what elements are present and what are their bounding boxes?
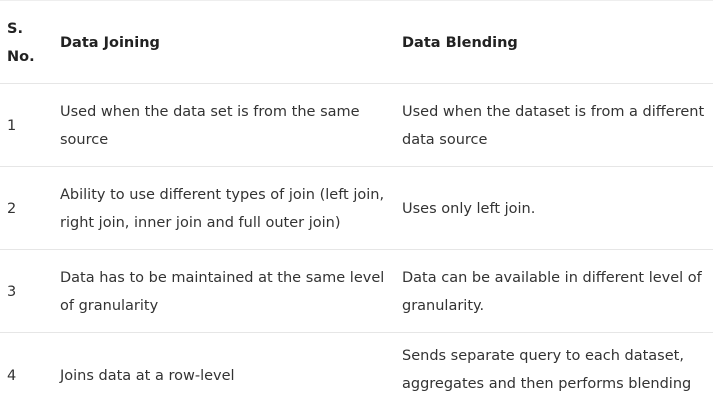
data-blending-text: Sends separate query to each dataset, ag…: [402, 348, 692, 392]
table-row: 4 Joins data at a row-level Sends separa…: [0, 332, 713, 407]
serial-number-text: 1: [7, 117, 17, 134]
cell-data-blending: Sends separate query to each dataset, ag…: [402, 333, 713, 407]
data-blending-text: Uses only left join.: [402, 200, 536, 217]
data-joining-text: Data has to be maintained at the same le…: [60, 269, 385, 314]
cell-data-joining: Used when the data set is from the same …: [60, 84, 390, 167]
data-joining-text: Ability to use different types of join (…: [60, 186, 385, 231]
cell-data-joining: Joins data at a row-level: [60, 333, 390, 407]
header-data-joining: Data Joining: [60, 1, 390, 84]
cell-data-blending: Uses only left join.: [402, 167, 713, 250]
serial-number-text: 4: [7, 368, 17, 384]
data-joining-text: Joins data at a row-level: [60, 368, 235, 384]
table-header-row: S. No. Data Joining Data Blending: [0, 0, 713, 84]
cell-data-blending: Data can be available in different level…: [402, 250, 713, 333]
cell-data-joining: Ability to use different types of join (…: [60, 167, 390, 250]
data-blending-text: Data can be available in different level…: [402, 269, 702, 314]
cell-data-blending: Used when the dataset is from a differen…: [402, 84, 713, 167]
cell-serial-number: 2: [7, 167, 55, 250]
header-data-blending-label: Data Blending: [402, 34, 518, 51]
serial-number-text: 3: [7, 283, 17, 300]
table-row: 1 Used when the data set is from the sam…: [0, 83, 713, 167]
cell-data-joining: Data has to be maintained at the same le…: [60, 250, 390, 333]
header-data-joining-label: Data Joining: [60, 34, 160, 51]
serial-number-text: 2: [7, 200, 17, 217]
cell-serial-number: 3: [7, 250, 55, 333]
header-serial-number-label: S. No.: [7, 20, 35, 65]
data-joining-text: Used when the data set is from the same …: [60, 103, 360, 148]
table-row: 3 Data has to be maintained at the same …: [0, 249, 713, 333]
data-blending-text: Used when the dataset is from a differen…: [402, 103, 705, 148]
cell-serial-number: 1: [7, 84, 55, 167]
header-serial-number: S. No.: [7, 1, 55, 84]
cell-serial-number: 4: [7, 333, 55, 407]
table-row: 2 Ability to use different types of join…: [0, 166, 713, 250]
header-data-blending: Data Blending: [402, 1, 713, 84]
